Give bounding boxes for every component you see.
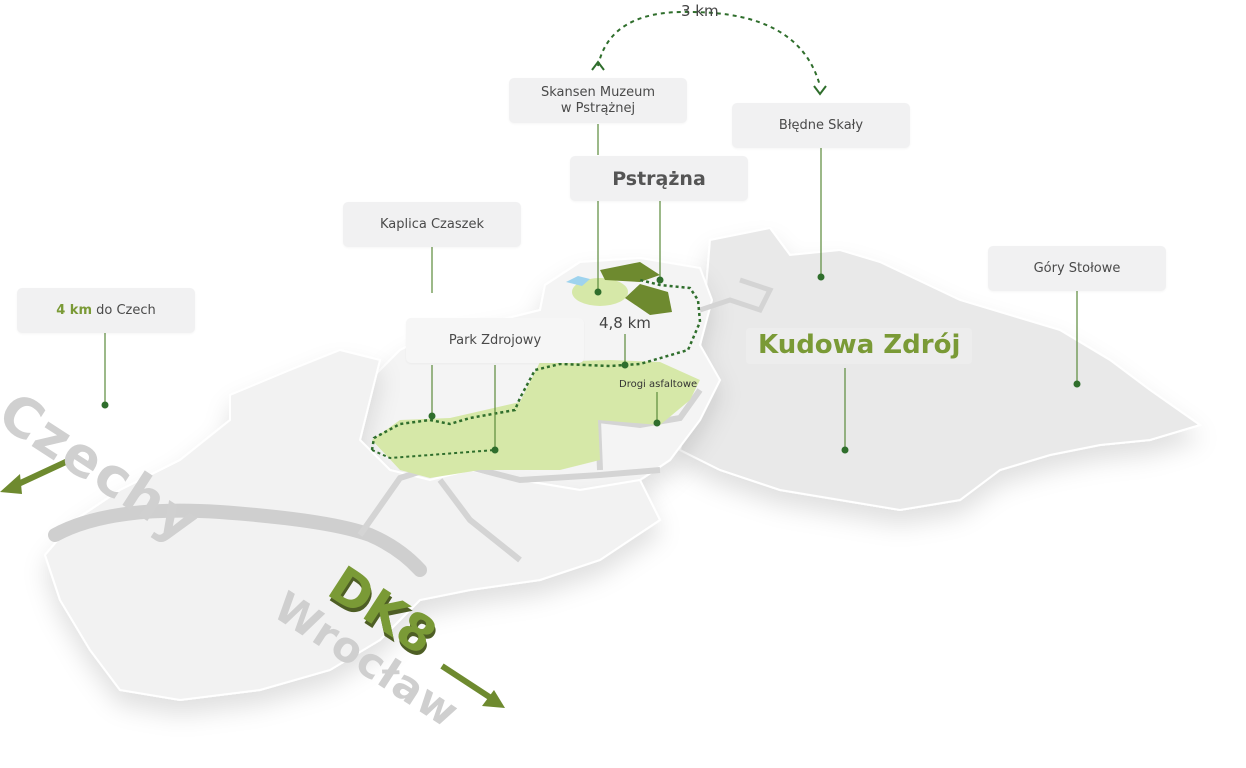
arrow-wroclaw-icon xyxy=(440,663,505,708)
drogi-asfaltowe-label: Drogi asfaltowe xyxy=(619,379,698,390)
forest-1 xyxy=(600,262,660,282)
park-area xyxy=(372,360,700,478)
bledne-skaly-label: Błędne Skały xyxy=(732,103,910,148)
road-4 xyxy=(699,277,774,314)
marker-dots xyxy=(101,273,1081,454)
road-1 xyxy=(357,458,661,537)
road-2 xyxy=(437,478,522,563)
skansen-line2: w Pstrążnej xyxy=(560,100,636,116)
czech-km: 4 km xyxy=(56,302,92,318)
pond xyxy=(566,276,590,286)
park-zdrojowy-label: Park Zdrojowy xyxy=(406,318,584,363)
skansen-label: Skansen Muzeum w Pstrążnej xyxy=(509,78,687,123)
forest-2 xyxy=(625,284,672,315)
gory-stolowe-label: Góry Stołowe xyxy=(988,246,1166,291)
kudowa-zdroj-label: Kudowa Zdrój xyxy=(746,328,973,364)
arc-arrow-right xyxy=(813,85,827,96)
kaplica-czaszek-label: Kaplica Czaszek xyxy=(343,202,521,247)
skansen-line1: Skansen Muzeum xyxy=(540,84,656,100)
arc-3km xyxy=(597,10,821,87)
arrow-czechy-icon xyxy=(0,457,72,494)
czech-distance-label: 4 km do Czech xyxy=(17,288,195,333)
distance-4-8km: 4,8 km xyxy=(599,314,651,332)
route-4-8km-base xyxy=(371,449,496,460)
pstrazna-label: Pstrążna xyxy=(570,156,748,201)
distance-3km: 3 km xyxy=(681,2,719,20)
route-4-8km xyxy=(370,278,702,451)
arc-arrow-left xyxy=(591,60,605,71)
czech-rest: do Czech xyxy=(92,302,156,318)
leader-lines xyxy=(104,124,1078,450)
dk8-road xyxy=(48,503,427,577)
